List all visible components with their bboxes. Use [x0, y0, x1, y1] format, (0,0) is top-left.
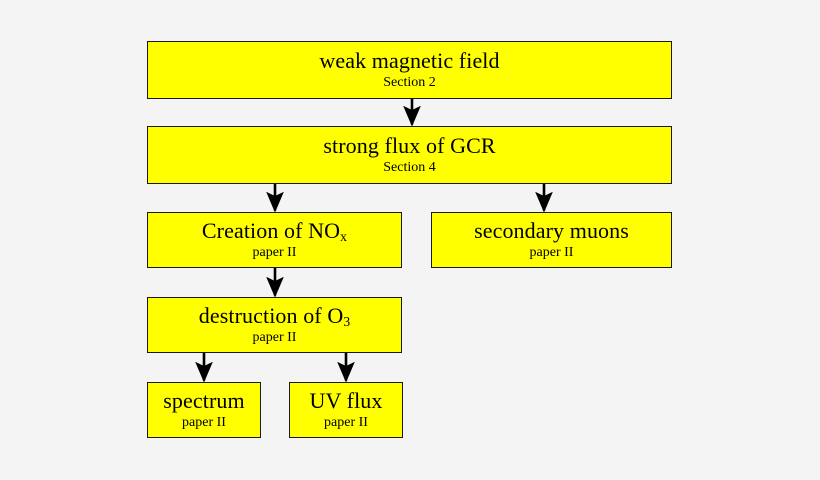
node-subtitle: paper II [182, 415, 226, 430]
node-secondary-muons[interactable]: secondary muons paper II [431, 212, 672, 268]
node-subtitle: paper II [529, 245, 574, 260]
node-subtitle: Section 4 [383, 160, 436, 175]
node-title-subscript: 3 [343, 314, 351, 329]
node-subtitle: paper II [324, 415, 368, 430]
node-title: spectrum [163, 388, 245, 413]
node-title: UV flux [309, 388, 383, 413]
node-title: secondary muons [474, 218, 629, 243]
node-title: Creation of NOx [201, 218, 348, 244]
node-destruction-o3[interactable]: destruction of O3 paper II [147, 297, 402, 353]
node-strong-flux-gcr[interactable]: strong flux of GCR Section 4 [147, 126, 672, 184]
node-title: weak magnetic field [319, 48, 500, 73]
node-title-subscript: x [340, 229, 348, 244]
node-uv-flux[interactable]: UV flux paper II [289, 382, 403, 438]
node-creation-nox[interactable]: Creation of NOx paper II [147, 212, 402, 268]
node-spectrum[interactable]: spectrum paper II [147, 382, 261, 438]
node-title: destruction of O3 [198, 303, 351, 329]
node-weak-magnetic-field[interactable]: weak magnetic field Section 2 [147, 41, 672, 99]
node-subtitle: Section 2 [383, 75, 436, 90]
node-subtitle: paper II [252, 245, 297, 260]
node-title-main: destruction of O [198, 303, 344, 328]
node-title: strong flux of GCR [323, 133, 496, 158]
node-subtitle: paper II [252, 330, 297, 345]
node-title-main: Creation of NO [201, 218, 341, 243]
